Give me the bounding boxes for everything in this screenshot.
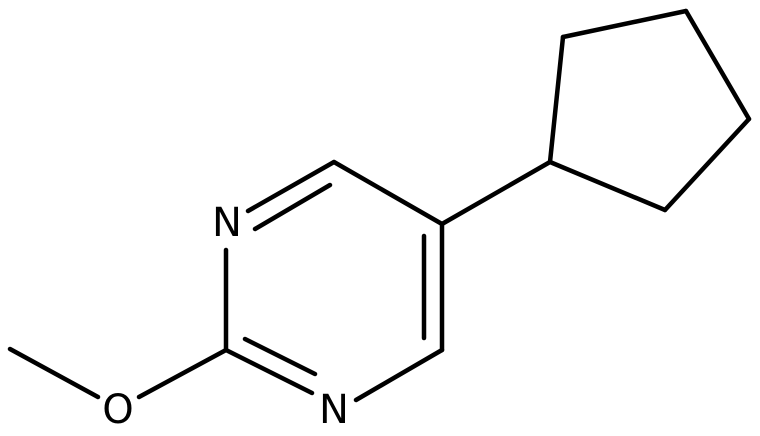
atom-n3-label: N bbox=[319, 387, 349, 433]
bond-n1-c6-double bbox=[252, 182, 333, 232]
bond-cp1-cp2 bbox=[547, 34, 566, 165]
atom-n1-label: N bbox=[212, 200, 242, 246]
bond-cp5-cp1 bbox=[547, 159, 668, 213]
bond-cp4-cp5 bbox=[662, 116, 752, 213]
bond-n1-c6 bbox=[245, 159, 337, 214]
bond-n3-c2 bbox=[223, 347, 315, 396]
bond-c5-ring bbox=[439, 159, 553, 227]
bond-o-ch3 bbox=[7, 346, 101, 400]
bond-c2-o bbox=[136, 347, 229, 400]
bond-c6-c5 bbox=[331, 159, 445, 227]
atom-o-label: O bbox=[102, 387, 134, 433]
bond-n3-c2-double bbox=[242, 336, 318, 377]
bond-cp2-cp3 bbox=[560, 8, 689, 40]
bond-c4-n3 bbox=[353, 347, 445, 403]
bond-cp3-cp4 bbox=[683, 8, 752, 122]
